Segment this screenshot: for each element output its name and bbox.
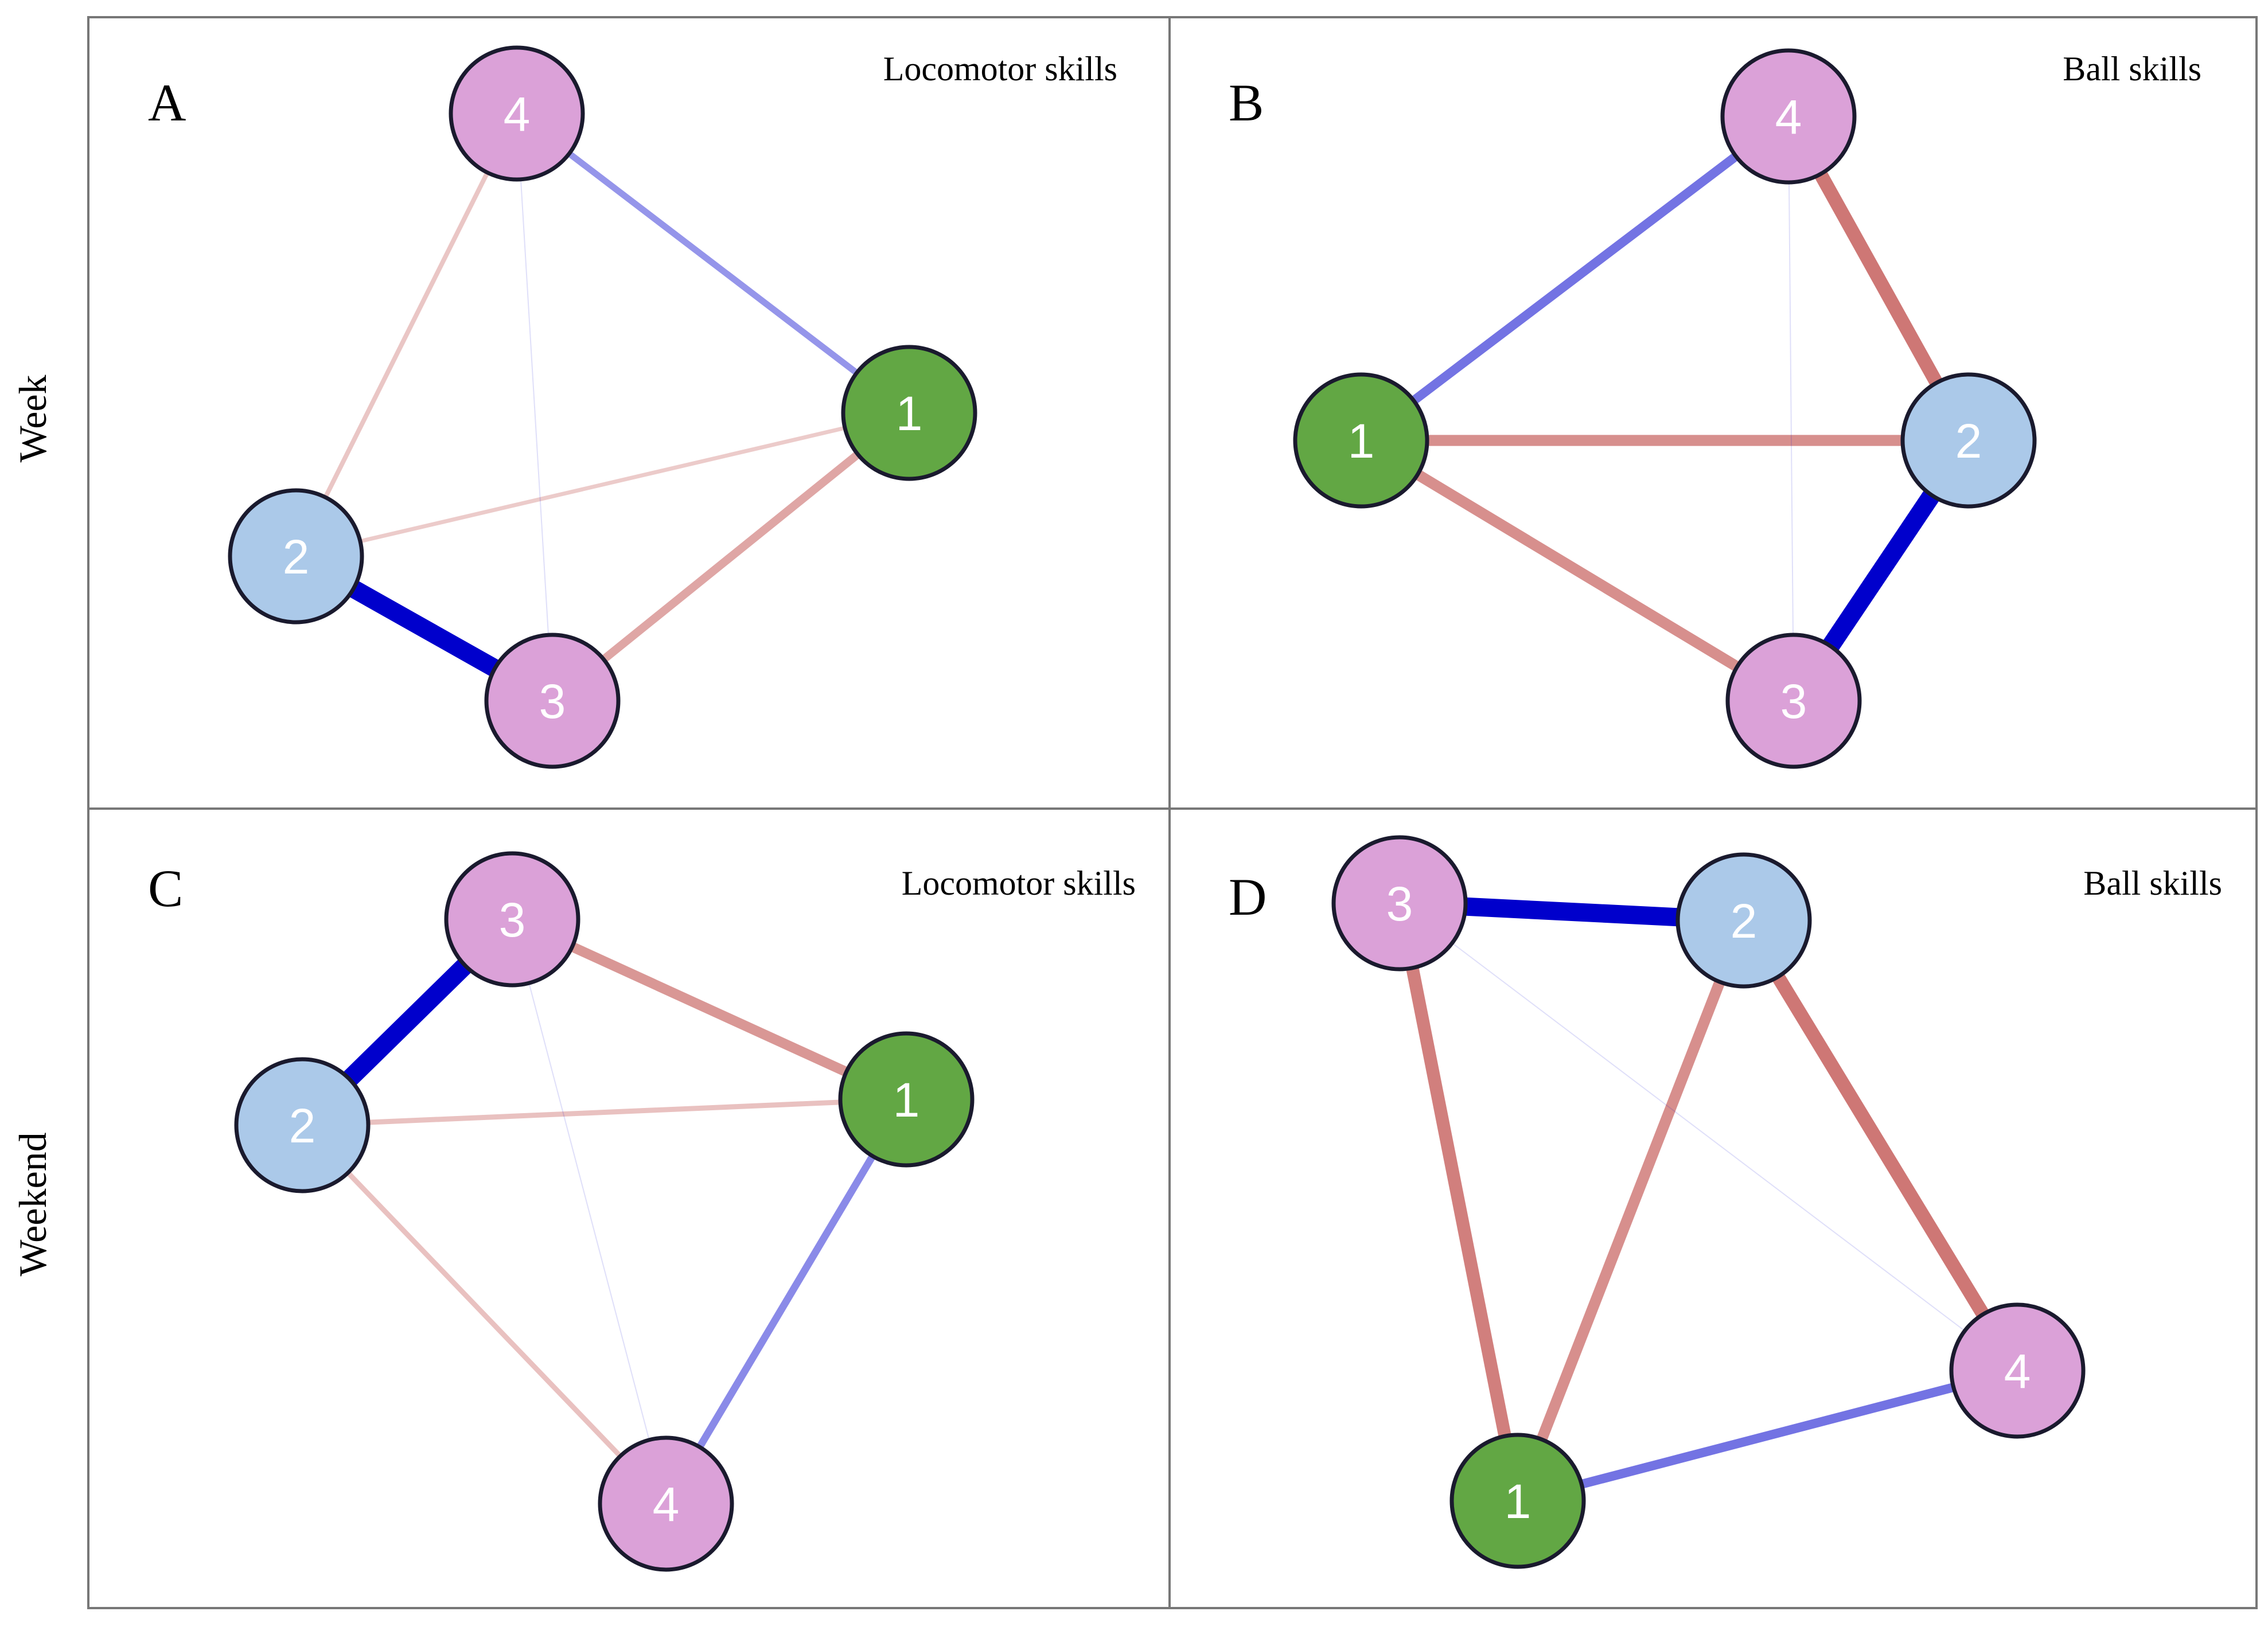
node-3: 3 — [444, 851, 580, 988]
node-circle — [838, 1031, 975, 1168]
edge-2-4 — [1737, 916, 2024, 1375]
node-circle — [1331, 835, 1468, 971]
panel-letter: C — [148, 859, 183, 918]
node-label: 1 — [893, 1073, 920, 1127]
edge-2-4 — [300, 1123, 668, 1506]
node-3: 3 — [484, 633, 621, 769]
panel-d-weekend-ball: D Ball skills 1 2 3 4 — [1229, 835, 2222, 1569]
node-circle — [444, 851, 580, 988]
panel-title: Locomotor skills — [883, 50, 1117, 88]
edge-4-1 — [515, 111, 911, 416]
panel-title: Locomotor skills — [902, 864, 1136, 902]
edge-2-1 — [295, 411, 910, 559]
panel-c-weekend-locomotor: C Locomotor skills 1 2 3 4 — [148, 851, 1136, 1572]
panel-grid-frame — [87, 16, 2258, 1609]
node-2: 2 — [1900, 372, 2037, 509]
node-label: 3 — [1386, 877, 1413, 931]
edges — [1358, 112, 1977, 706]
node-label: 2 — [1731, 894, 1757, 948]
node-label: 4 — [2004, 1344, 2031, 1398]
edges — [295, 912, 910, 1506]
panel-letter: D — [1229, 868, 1267, 926]
node-circle — [1675, 852, 1812, 989]
node-circle — [1449, 1433, 1586, 1569]
panel-b-week-ball: B Ball skills 1 2 3 4 — [1229, 48, 2201, 769]
edge-1-3 — [1358, 435, 1797, 706]
node-label: 2 — [1955, 414, 1982, 468]
node-circle — [234, 1057, 371, 1193]
node-2: 2 — [234, 1057, 371, 1193]
edge-4-2 — [294, 112, 519, 557]
panel-letter: A — [148, 73, 186, 132]
node-label: 2 — [283, 530, 310, 584]
node-4: 4 — [449, 45, 585, 182]
edge-1-4 — [663, 1097, 910, 1506]
node-label: 1 — [1505, 1474, 1532, 1528]
node-2: 2 — [1675, 852, 1812, 989]
edge-2-1 — [302, 1097, 907, 1128]
node-1: 1 — [841, 345, 977, 481]
edge-3-1 — [1393, 902, 1524, 1503]
nodes: 1 2 3 4 — [234, 851, 975, 1572]
nodes: 1 2 3 4 — [1331, 835, 2086, 1569]
node-circle — [1900, 372, 2037, 509]
edge-2-1 — [1513, 918, 1749, 1503]
edge-3-1 — [550, 409, 912, 704]
node-3: 3 — [1331, 835, 1468, 971]
node-label: 3 — [1780, 674, 1807, 728]
node-label: 4 — [653, 1477, 680, 1531]
node-circle — [841, 345, 977, 481]
node-3: 3 — [1725, 633, 1862, 769]
node-circle — [1720, 48, 1857, 185]
node-label: 1 — [896, 387, 923, 440]
panel-title: Ball skills — [2083, 864, 2222, 902]
edge-3-4 — [1399, 903, 2018, 1371]
node-label: 1 — [1348, 414, 1375, 468]
node-circle — [1293, 372, 1429, 509]
node-circle — [228, 488, 364, 625]
node-4: 4 — [1949, 1302, 2086, 1439]
node-circle — [1725, 633, 1862, 769]
row-label-week: Week — [11, 374, 54, 462]
edge-1-4 — [1516, 1366, 2019, 1505]
edge-1-4 — [1358, 112, 1791, 444]
row-label-weekend: Weekend — [11, 1132, 54, 1276]
edge-4-3 — [516, 113, 553, 701]
nodes: 1 2 3 4 — [1293, 48, 2037, 769]
edge-3-4 — [512, 919, 667, 1504]
node-4: 4 — [598, 1435, 734, 1572]
node-1: 1 — [838, 1031, 975, 1168]
node-label: 4 — [504, 87, 531, 141]
node-4: 4 — [1720, 48, 1857, 185]
node-circle — [598, 1435, 734, 1572]
node-1: 1 — [1449, 1433, 1586, 1569]
node-label: 4 — [1775, 90, 1802, 144]
edge-4-3 — [1788, 116, 1794, 701]
edges — [1393, 894, 2024, 1505]
edge-3-1 — [510, 914, 909, 1105]
panel-a-week-locomotor: A Locomotor skills 1 2 3 4 — [148, 45, 1117, 769]
node-circle — [484, 633, 621, 769]
panel-title: Ball skills — [2063, 50, 2201, 88]
node-2: 2 — [228, 488, 364, 625]
edges — [291, 111, 912, 709]
node-1: 1 — [1293, 372, 1429, 509]
node-label: 3 — [539, 674, 566, 728]
panel-letter: B — [1229, 73, 1264, 132]
outer-border — [87, 16, 2258, 1609]
node-label: 2 — [289, 1099, 316, 1153]
node-label: 3 — [499, 893, 526, 947]
node-circle — [1949, 1302, 2086, 1439]
node-circle — [449, 45, 585, 182]
nodes: 1 2 3 4 — [228, 45, 977, 769]
